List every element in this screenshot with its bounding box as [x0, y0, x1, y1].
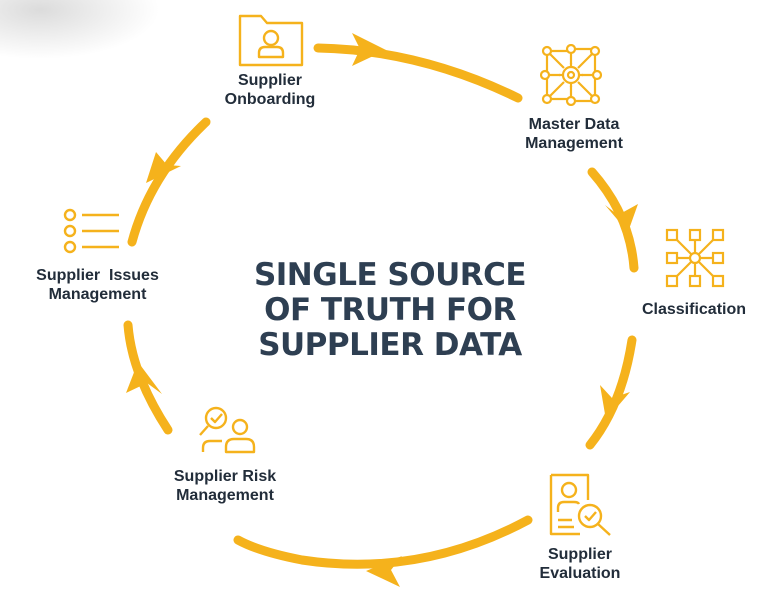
label-line: Master Data: [528, 116, 620, 133]
arc-onboarding-to-master-data: [313, 43, 523, 103]
label-line: Supplier: [237, 72, 302, 89]
center-title-line: OF TRUTH FOR: [264, 292, 516, 328]
center-title-line: SUPPLIER DATA: [258, 327, 522, 363]
stage-label-supplier-issues-management: Supplier Issues Management: [10, 266, 185, 304]
folder-user-icon: [237, 12, 305, 68]
arrowhead-right-lower: [600, 385, 630, 420]
arrowhead-left-lower: [126, 362, 162, 394]
arc-evaluation-to-risk: [233, 515, 533, 569]
label-line: Supplier Issues: [36, 267, 159, 284]
label-line: Evaluation: [539, 565, 621, 582]
stage-label-supplier-evaluation: Supplier Evaluation: [520, 545, 640, 583]
network-gear-icon: [540, 44, 602, 106]
arrowhead-left-upper: [146, 152, 181, 183]
stage-label-supplier-risk-management: Supplier Risk Management: [155, 467, 295, 505]
center-title: SINGLE SOURCE OF TRUTH FOR SUPPLIER DATA: [235, 258, 545, 363]
label-line: Management: [525, 135, 623, 152]
label-line: Management: [48, 286, 147, 303]
label-line: Management: [176, 487, 274, 504]
hierarchy-network-icon: [665, 228, 725, 288]
arrowhead-top: [352, 33, 386, 66]
label-line: Classification: [641, 301, 747, 318]
stage-label-classification: Classification: [619, 300, 769, 319]
arrowhead-right-upper: [605, 204, 638, 232]
arrowhead-bottom: [366, 556, 402, 587]
stage-label-master-data-management: Master Data Management: [504, 115, 644, 153]
list-icon: [62, 207, 122, 255]
stage-label-supplier-onboarding: Supplier Onboarding: [215, 71, 325, 109]
center-title-line: SINGLE SOURCE: [253, 257, 527, 293]
document-user-search-icon: [548, 472, 614, 538]
users-search-icon: [198, 405, 258, 455]
label-line: Supplier: [547, 546, 612, 563]
label-line: Onboarding: [224, 91, 316, 108]
label-line: Supplier Risk: [173, 468, 277, 485]
arc-classification-to-evaluation: [585, 335, 637, 450]
arc-issues-to-onboarding: [127, 117, 211, 247]
